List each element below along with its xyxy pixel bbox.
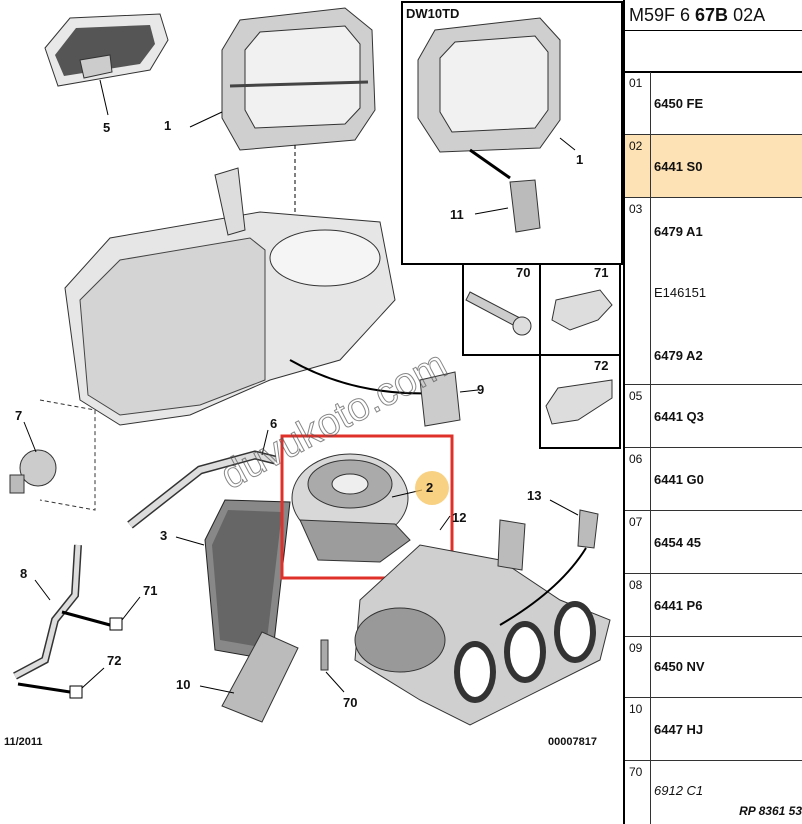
callout-10: 10 xyxy=(176,677,191,692)
row-index: 06 xyxy=(625,448,651,510)
callout-8: 8 xyxy=(20,566,28,581)
row-ref: 6479 A2 xyxy=(654,348,703,363)
table-row[interactable]: 03 6479 A1 E146151 6479 A2 xyxy=(625,198,802,385)
part-7-valve xyxy=(9,399,96,511)
callout-71: 71 xyxy=(143,583,158,598)
header-code: 67B xyxy=(695,5,729,25)
row-ref: 6441 Q3 xyxy=(654,409,704,424)
row-ref: 6454 45 xyxy=(654,535,701,550)
table-header: M59F 6 67B 02A xyxy=(625,0,802,31)
row-index: 09 xyxy=(625,637,651,697)
table-row[interactable]: 01 6450 FE xyxy=(625,72,802,135)
inset-intake-housing xyxy=(417,17,576,233)
row-ref: 6450 FE xyxy=(654,96,704,111)
row-index: 02 xyxy=(625,135,651,197)
callout-12: 12 xyxy=(452,510,467,525)
highlight-frame-part-2 xyxy=(280,434,454,580)
row-index: 08 xyxy=(625,574,651,636)
callout-9: 9 xyxy=(477,382,485,397)
part-13-sensor xyxy=(499,499,599,626)
part-1-intake-housing xyxy=(189,7,376,151)
clip-71-illustration xyxy=(551,289,613,331)
row-index: 03 xyxy=(625,198,651,384)
part-8-hose xyxy=(13,544,141,699)
part-12-blower-housing xyxy=(354,515,611,726)
callout-1: 1 xyxy=(164,118,172,133)
main-hvac-unit xyxy=(64,145,396,426)
table-subheader xyxy=(625,31,802,73)
part-9-resistor xyxy=(289,359,479,427)
row-index: 70 xyxy=(625,761,651,824)
diagram-number: 00007817 xyxy=(548,736,597,748)
callout-7: 7 xyxy=(15,408,23,423)
row-index: 10 xyxy=(625,698,651,760)
row-index: 05 xyxy=(625,385,651,447)
clip-72-illustration xyxy=(545,379,613,425)
row-ref: 6479 A1 xyxy=(654,224,703,239)
table-row-selected[interactable]: 02 6441 S0 xyxy=(625,135,802,198)
diagram-date: 11/2011 xyxy=(4,736,43,748)
table-row[interactable]: 70 6912 C1 xyxy=(625,761,802,824)
parts-table: M59F 6 67B 02A 01 6450 FE 02 6441 S0 03 … xyxy=(623,0,802,824)
part-10-bracket xyxy=(199,631,299,723)
row-ref: 6441 G0 xyxy=(654,472,704,487)
row-ref-alt: E146151 xyxy=(654,285,707,300)
header-suffix: 02A xyxy=(728,5,766,25)
table-row[interactable]: 05 6441 Q3 xyxy=(625,385,802,448)
callout-71-box: 71 xyxy=(594,265,609,280)
callout-2: 2 xyxy=(426,480,434,495)
screw-70-illustration xyxy=(465,291,532,336)
row-ref: 6450 NV xyxy=(654,659,705,674)
callout-6: 6 xyxy=(270,416,278,431)
part-6-pipe xyxy=(127,429,277,529)
part-5-grille xyxy=(44,13,169,116)
row-ref: 6912 C1 xyxy=(654,783,704,798)
callout-70: 70 xyxy=(343,695,358,710)
table-row[interactable]: 06 6441 G0 xyxy=(625,448,802,511)
callout-72-box: 72 xyxy=(594,358,609,373)
callout-5: 5 xyxy=(103,120,111,135)
callout-1-inset: 1 xyxy=(576,152,584,167)
inset-title: DW10TD xyxy=(406,6,460,21)
table-footer: RP 8361 53 xyxy=(739,804,802,818)
callout-3: 3 xyxy=(160,528,168,543)
callout-72: 72 xyxy=(107,653,122,668)
part-3-cabin-filter xyxy=(175,499,291,661)
row-ref: 6447 HJ xyxy=(654,722,704,737)
row-index: 01 xyxy=(625,72,651,134)
callout-13: 13 xyxy=(527,488,542,503)
header-prefix: M59F 6 xyxy=(629,5,696,25)
callout-11: 11 xyxy=(450,207,464,222)
table-row[interactable]: 08 6441 P6 xyxy=(625,574,802,637)
diagram-drawing: duvukoto.com xyxy=(9,1,623,726)
part-2-badge xyxy=(415,471,449,505)
table-row[interactable]: 07 6454 45 xyxy=(625,511,802,574)
callout-70-box: 70 xyxy=(516,265,531,280)
part-70-screw xyxy=(320,639,345,693)
exploded-parts-diagram: duvukoto.com 5 1 1 11 70 71 72 9 7 6 2 1… xyxy=(4,1,623,748)
row-ref: 6441 S0 xyxy=(654,159,703,174)
row-ref: 6441 P6 xyxy=(654,598,703,613)
table-row[interactable]: 09 6450 NV xyxy=(625,637,802,698)
box-72-frame xyxy=(539,354,621,449)
row-index: 07 xyxy=(625,511,651,573)
part-2-blower-fan xyxy=(291,453,423,563)
table-row[interactable]: 10 6447 HJ xyxy=(625,698,802,761)
